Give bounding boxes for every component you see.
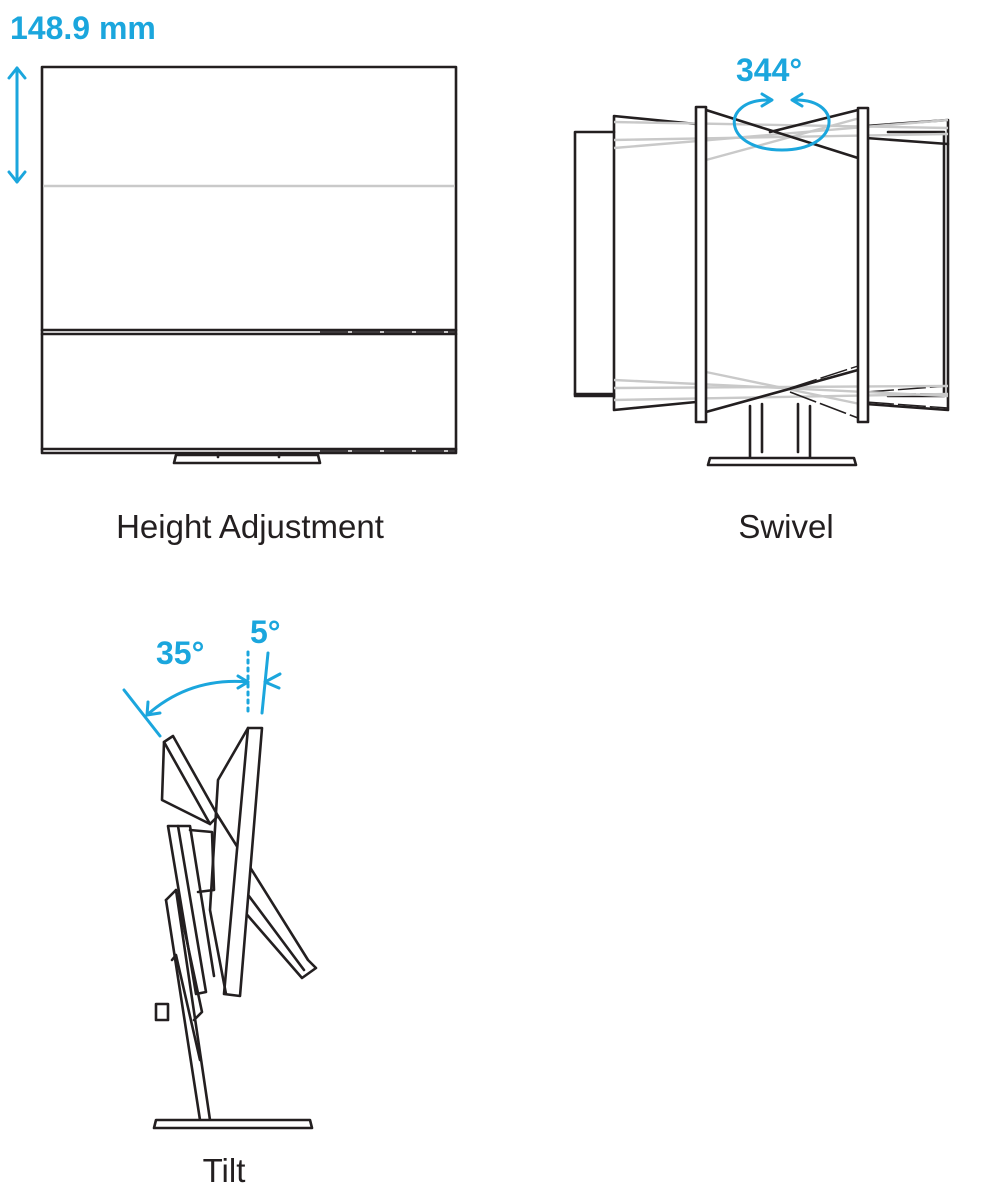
swivel-panel: 344°	[500, 0, 1000, 560]
stand-column-side	[154, 824, 216, 1122]
height-adjustment-panel: 148.9 mm Height Adjustme	[0, 0, 500, 560]
monitor-swivel-far-positions	[573, 130, 946, 398]
monitor-swivel-crossed	[704, 108, 860, 419]
swivel-caption: Swivel	[738, 508, 834, 545]
tilt-back-callout: 35°	[156, 635, 205, 671]
height-adjustment-caption: Height Adjustment	[116, 508, 384, 545]
tilt-panel: 35° 5°	[0, 580, 500, 1200]
monitor-front-raised	[40, 65, 458, 455]
tilt-forward-callout: 5°	[250, 614, 281, 650]
monitor-swivel-mid-positions	[612, 114, 950, 412]
stand-swivel	[706, 402, 858, 467]
rotation-ellipse-arrows-icon	[732, 92, 831, 152]
stand-base-front	[172, 451, 322, 465]
tilt-caption: Tilt	[202, 1152, 246, 1189]
monitor-tilted-forward	[208, 726, 264, 998]
swivel-illustration	[573, 92, 950, 467]
monitor-tilted-back	[160, 734, 318, 980]
stand-base-side	[152, 1118, 314, 1130]
monitor-edge-bars	[694, 105, 870, 424]
tilt-arc-arrows-icon	[122, 650, 282, 738]
tilt-illustration	[122, 650, 318, 1130]
double-headed-vertical-arrow-icon	[7, 66, 27, 184]
swivel-range-callout: 344°	[736, 52, 803, 88]
height-adjustment-illustration	[7, 65, 458, 465]
swivel-ghost-lines	[613, 116, 949, 406]
height-range-callout: 148.9 mm	[10, 10, 156, 46]
